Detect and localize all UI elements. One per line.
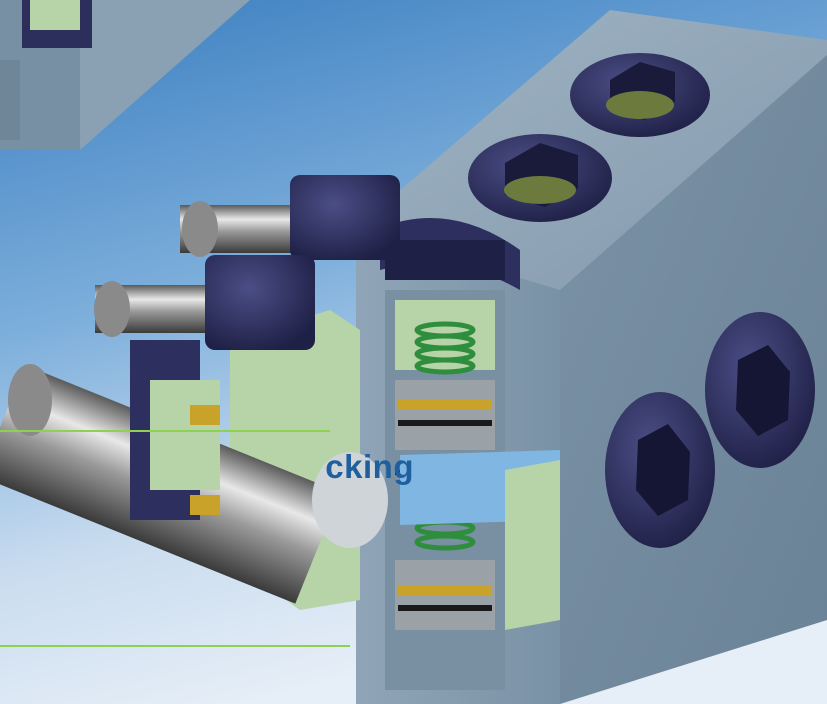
upper-stem	[180, 175, 400, 260]
side-port-2	[605, 392, 715, 548]
top-port-2	[468, 134, 612, 222]
accent-line-bottom	[0, 645, 350, 647]
accent-line-top	[0, 430, 330, 432]
middle-stem	[94, 255, 315, 350]
upper-block-fragment	[0, 0, 250, 150]
top-port-1	[570, 53, 710, 137]
upper-poppet	[395, 300, 495, 450]
lower-stem	[0, 340, 388, 604]
caption-text: cking	[325, 448, 414, 485]
right-insert	[505, 460, 560, 630]
top-port-cut	[380, 217, 520, 290]
block-side-face	[560, 55, 827, 704]
side-port-1	[705, 312, 815, 468]
